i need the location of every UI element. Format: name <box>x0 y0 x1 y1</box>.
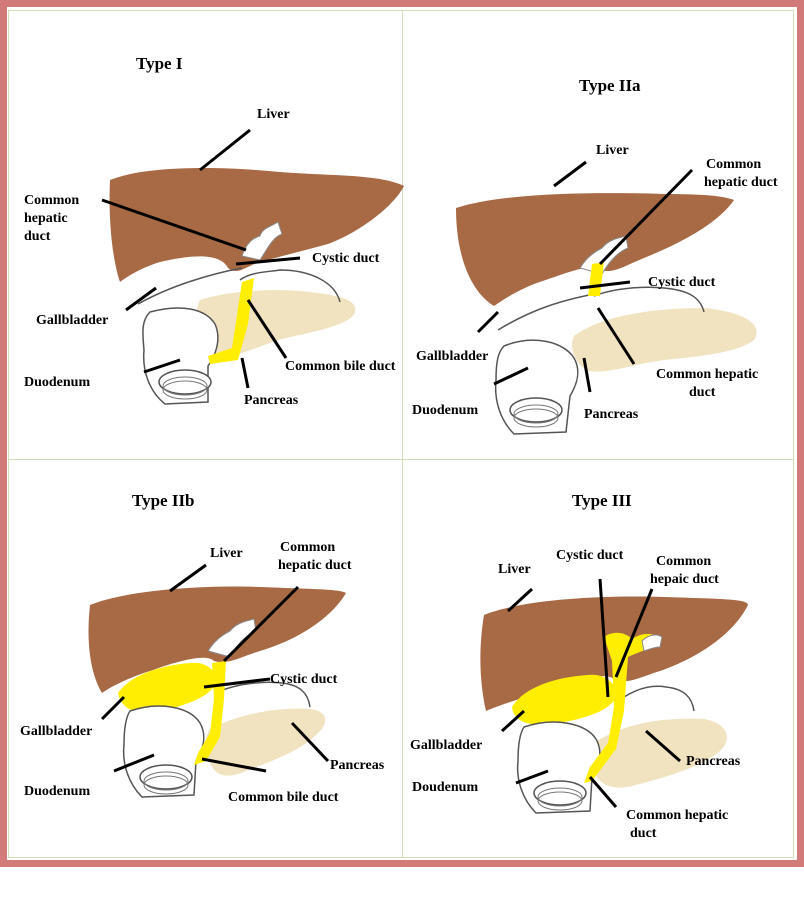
label-liver: Liver <box>257 106 290 123</box>
label-gallbladder: Gallbladder <box>36 312 108 329</box>
label-pancreas: Pancreas <box>584 406 638 423</box>
label-cystic-duct: Cystic duct <box>312 250 379 267</box>
label-pancreas: Pancreas <box>330 757 384 774</box>
label-common-hepatic-duct-1: Common <box>280 539 335 556</box>
label-common-bile-duct: Common bile duct <box>228 789 338 806</box>
anatomy-illustration <box>404 461 796 861</box>
label-common-hepatic-duct-1: Common <box>706 156 761 173</box>
label-common-hepaic-duct-2: hepaic duct <box>650 571 719 588</box>
label-cystic-duct: Cystic duct <box>270 671 337 688</box>
label-cystic-duct: Cystic duct <box>556 547 623 564</box>
label-common-hepatic-duct-b1: Common hepatic <box>656 366 758 383</box>
pancreas-shape <box>572 308 756 372</box>
label-common-hepaic-duct-1: Common <box>656 553 711 570</box>
panel-title: Type IIa <box>579 76 641 96</box>
label-common-hepatic-duct-2: hepatic <box>24 210 68 227</box>
label-common-hepatic-duct-b2: duct <box>689 384 715 401</box>
label-cystic-duct: Cystic duct <box>648 274 715 291</box>
panel-type-2b: Type IIb Liver Common hepatic duct Cysti… <box>10 461 402 901</box>
label-liver: Liver <box>498 561 531 578</box>
label-common-hepatic-duct-3: duct <box>24 228 50 245</box>
anatomy-illustration <box>10 461 402 861</box>
pancreas-shape <box>206 709 326 776</box>
label-common-hepatic-duct-2: hepatic duct <box>278 557 352 574</box>
panel-title: Type III <box>572 491 632 511</box>
label-common-hepatic-duct-1: Common hepatic <box>626 807 728 824</box>
label-pancreas: Pancreas <box>244 392 298 409</box>
gallbladder-outline <box>498 294 594 330</box>
panel-title: Type I <box>136 54 182 74</box>
duodenum-opening <box>140 765 192 789</box>
label-duodenum: Duodenum <box>412 402 478 419</box>
label-common-hepatic-duct-2: hepatic duct <box>704 174 778 191</box>
label-liver: Liver <box>210 545 243 562</box>
horizontal-divider <box>8 459 794 460</box>
label-duodenum: Duodenum <box>24 783 90 800</box>
label-common-hepatic-duct-1: Common <box>24 192 79 209</box>
cystic-duct-outline <box>624 686 694 711</box>
pancreas-shape <box>196 290 355 357</box>
panel-type-2a: Type IIa Liver Common hepatic duct Cysti… <box>404 12 796 452</box>
label-duodenum: Duodenum <box>24 374 90 391</box>
label-common-hepatic-duct-2: duct <box>630 825 656 842</box>
label-gallbladder: Gallbladder <box>20 723 92 740</box>
duodenum-opening <box>534 781 586 805</box>
label-liver: Liver <box>596 142 629 159</box>
duodenum-opening <box>159 370 211 394</box>
vertical-divider <box>402 10 403 858</box>
label-gallbladder: Gallbladder <box>416 348 488 365</box>
label-doudenum: Doudenum <box>412 779 478 796</box>
label-common-bile-duct: Common bile duct <box>285 358 395 375</box>
panel-type-1: Type I Liver Common hepatic duct Cystic … <box>10 12 402 452</box>
duodenum-opening <box>510 398 562 422</box>
panel-title: Type IIb <box>132 491 195 511</box>
label-gallbladder: Gallbladder <box>410 737 482 754</box>
panel-type-3: Type III Liver Cystic duct Common hepaic… <box>404 461 796 901</box>
label-pancreas: Pancreas <box>686 753 740 770</box>
